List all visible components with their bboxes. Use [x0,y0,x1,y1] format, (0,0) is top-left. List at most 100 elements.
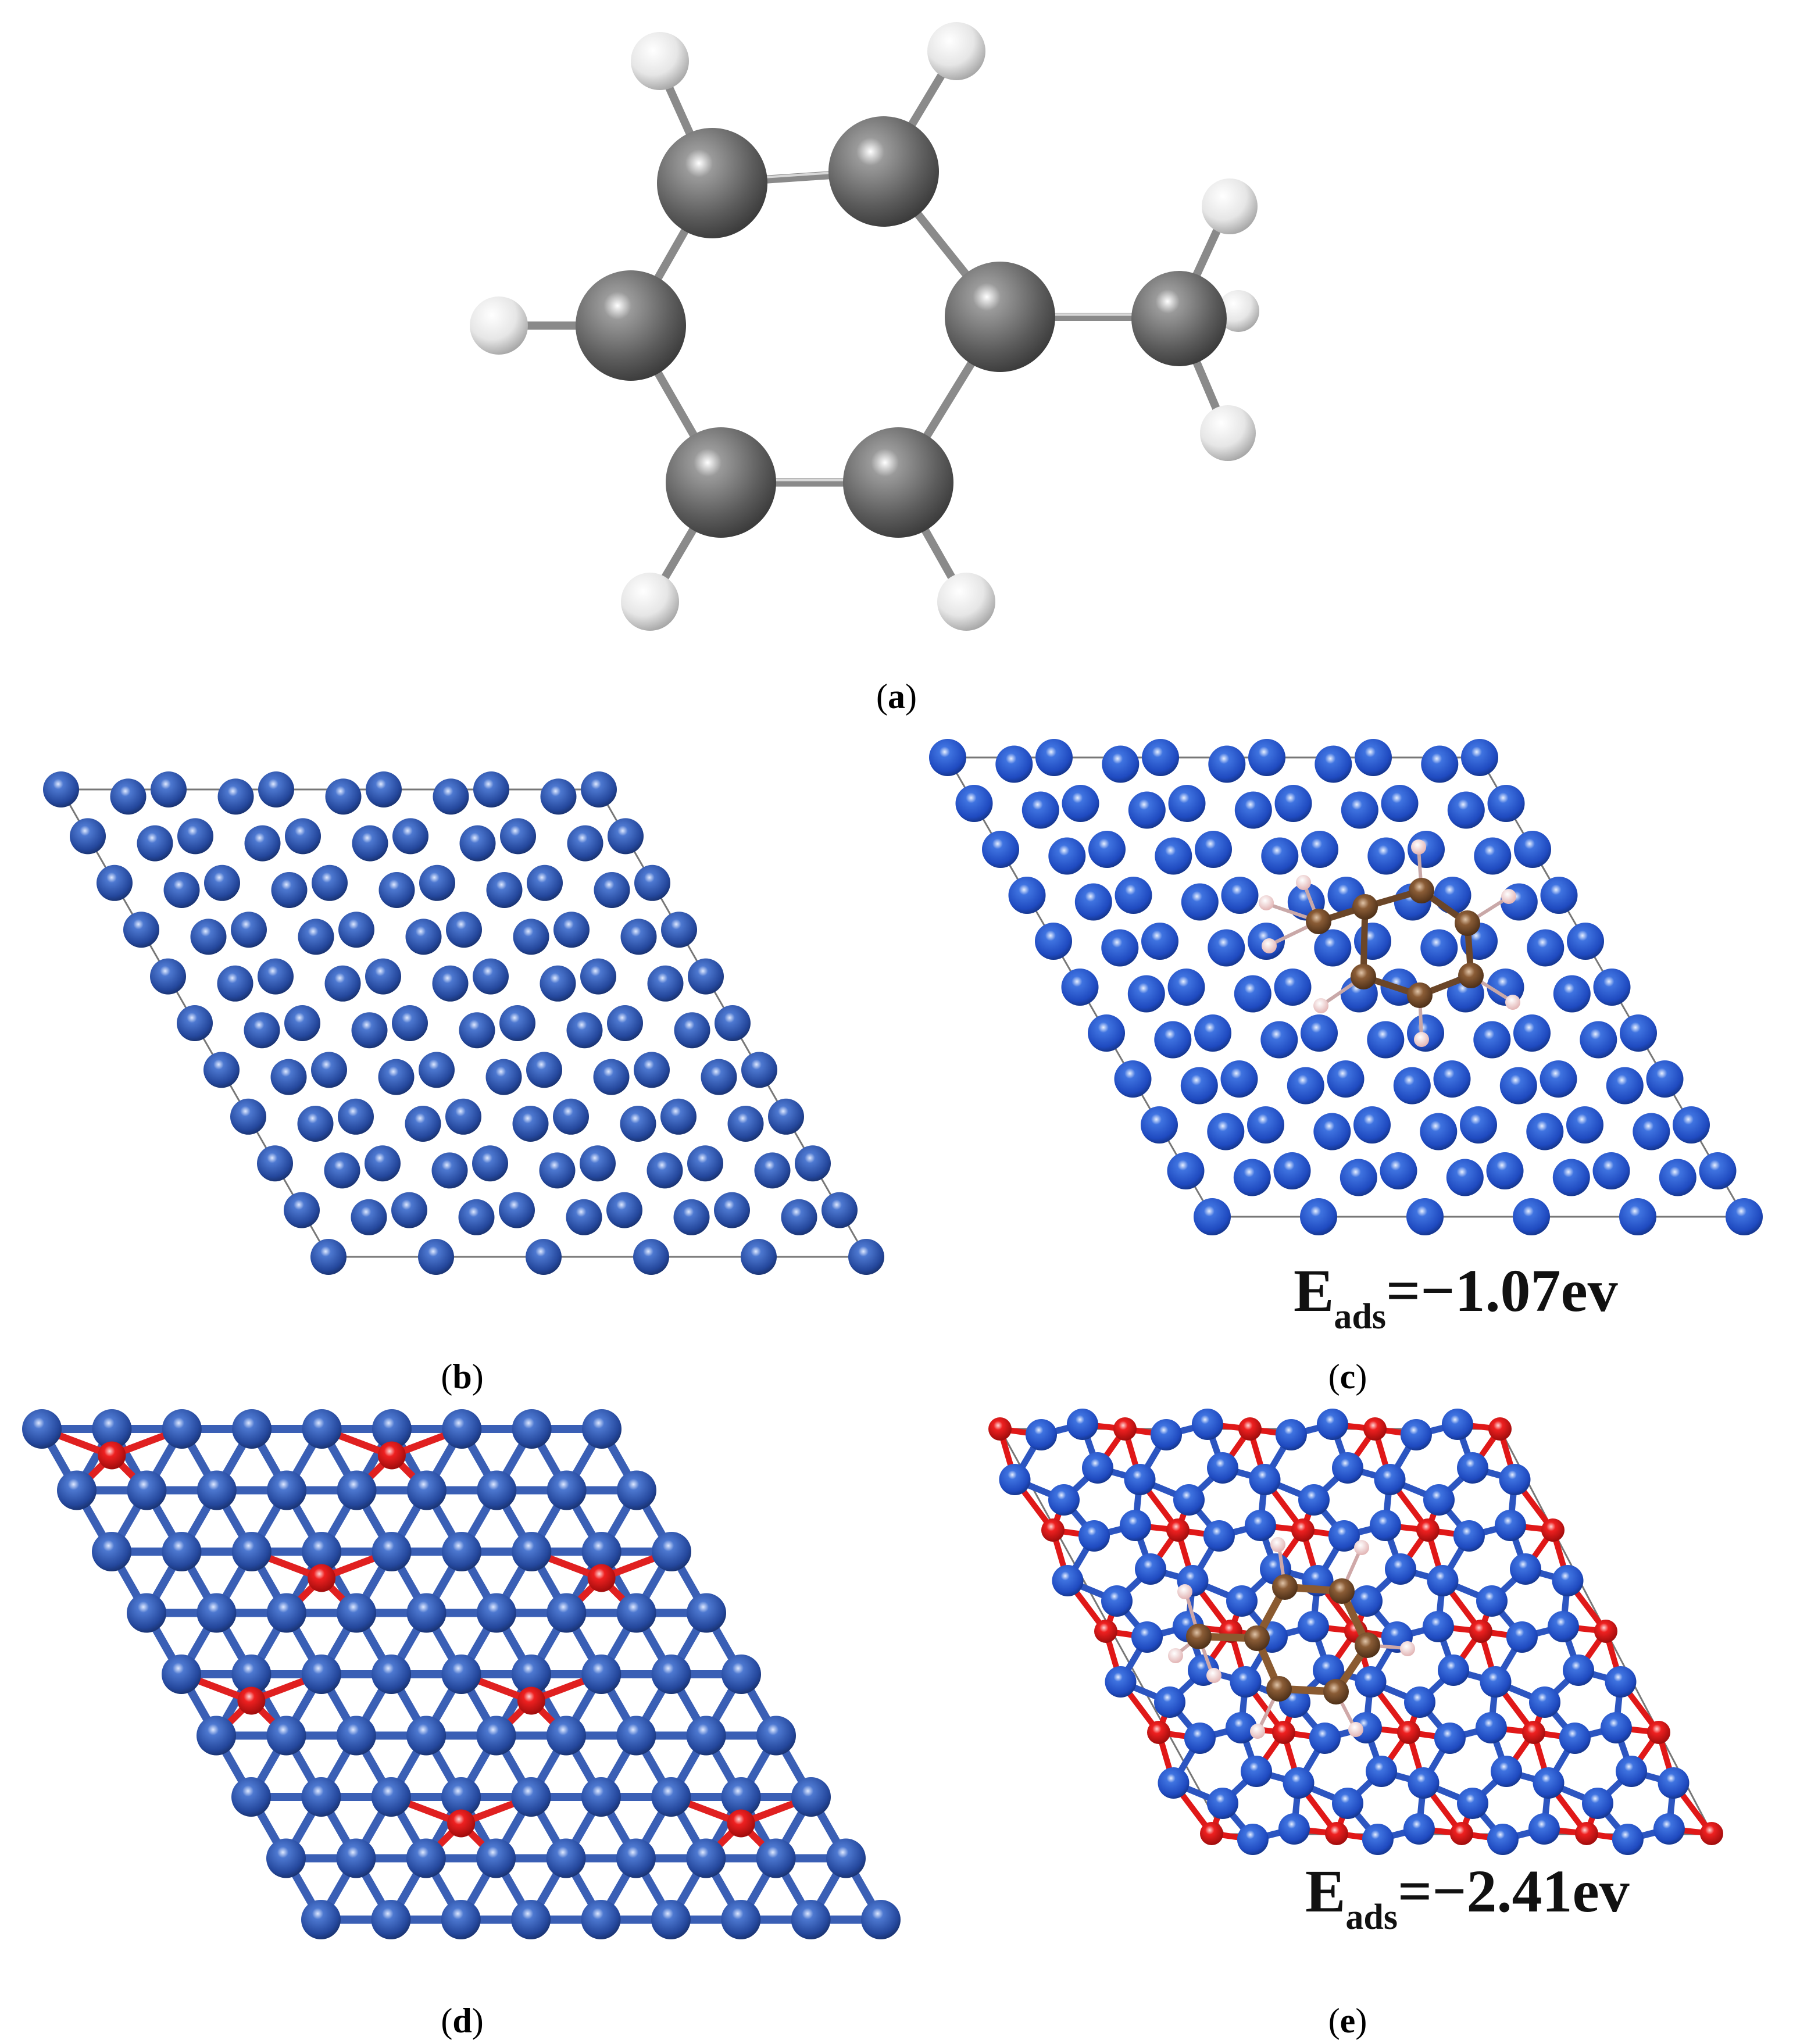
surface-atom [511,1655,551,1694]
surface-atom [1332,1452,1363,1484]
carbon-atom [1272,1574,1298,1600]
surface-atom [266,1838,306,1878]
oxygen-atom [1522,1721,1545,1744]
surface-atom [1194,1014,1231,1052]
surface-atom [1354,923,1391,960]
surface-atom [1434,877,1471,914]
surface-atom [1142,739,1179,776]
surface-atom [1533,1767,1565,1799]
surface-atom [1278,1813,1310,1845]
surface-atom [1351,1585,1383,1617]
surface-atom [1167,1152,1205,1189]
surface-atom [1314,929,1352,967]
surface-atom [231,912,267,948]
surface-atom [204,864,240,901]
surface-atom [1441,1409,1473,1440]
surface-atom [162,1409,202,1449]
surface-atom [1233,1159,1271,1196]
adsorption-energy-c: Eads=−1.07ev [1294,1257,1618,1337]
oxygen-atom [1647,1721,1670,1744]
surface-atom [527,864,563,901]
panel-c-surface-with-toluene [929,739,1763,1235]
surface-atom [1221,877,1259,914]
surface-atom [721,1900,761,1939]
surface-atom [1528,1813,1560,1845]
surface-atom [311,1052,347,1088]
surface-atom [285,818,321,855]
surface-atom [995,745,1033,783]
surface-atom [1208,929,1245,967]
surface-atom [1540,1060,1577,1098]
hydrogen-atom [1200,405,1256,461]
surface-atom [1374,1464,1406,1495]
surface-atom [459,1012,495,1049]
surface-atom [127,1593,166,1633]
surface-atom [1427,1565,1459,1596]
surface-atom [1128,791,1166,829]
hydrogen-atom [1414,1032,1429,1047]
surface-atom [616,1716,656,1756]
surface-atom [1353,1106,1391,1144]
surface-atom [365,1145,401,1182]
surface-atom [1158,1767,1190,1799]
surface-atom [92,1409,132,1449]
surface-atom [1385,1553,1416,1585]
surface-atom [1494,1510,1526,1541]
oxygen-atom [1594,1620,1617,1643]
surface-atom [795,1145,831,1182]
surface-atom [162,1655,201,1694]
surface-atom [57,1470,97,1510]
surface-atom [1274,785,1312,822]
surface-atom [302,1409,342,1449]
surface-atom [1191,1409,1223,1440]
surface-atom [270,1059,307,1095]
surface-atom [1659,1159,1696,1196]
surface-atom [1513,1198,1550,1235]
surface-atom [446,912,482,948]
surface-atom [741,1052,777,1088]
surface-atom [433,778,469,815]
surface-atom [1355,739,1392,776]
surface-atom [1476,1585,1508,1617]
surface-atom [244,825,281,862]
surface-atom [499,1192,535,1228]
surface-atom [127,1470,167,1510]
surface-atom [1283,1767,1315,1799]
surface-atom [1114,1060,1152,1098]
surface-atom [566,1012,603,1049]
surface-atom [405,1106,441,1142]
molecule-bond-highlights [711,168,1178,481]
surface-atom [1241,1756,1272,1787]
carbon-atom [1131,271,1227,366]
surface-atom [1287,1067,1324,1105]
surface-atom [540,778,577,815]
surface-atom [1328,1520,1360,1552]
surface-atom [1620,1014,1657,1052]
oxygen-atom [98,1441,126,1470]
surface-atom [1474,837,1512,875]
surface-atom [617,1470,656,1510]
hydrogen-atom [1168,1648,1183,1663]
carbon-atom [657,128,767,238]
hydrogen-atom [1262,938,1277,953]
surface-atom [1327,1060,1365,1098]
surface-atom [473,771,509,807]
surface-atom [70,818,106,855]
surface-atom [1491,1756,1522,1787]
surface-atom [651,1777,691,1817]
oxygen-atom [1397,1721,1420,1744]
surface-atom [673,1199,710,1235]
oxygen-atom [1416,1518,1440,1542]
carbon-atom [1458,963,1484,988]
surface-atom [1362,1824,1394,1855]
oxygen-atom [517,1686,545,1715]
surface-atom [371,1777,411,1817]
surface-atom [197,1593,237,1633]
surface-atom [1048,1484,1080,1516]
carbon-atom [1409,878,1434,903]
surface-atom [137,825,173,862]
surface-atom [431,1152,468,1189]
surface-atom [284,1192,320,1228]
surface-atom [1593,969,1631,1006]
